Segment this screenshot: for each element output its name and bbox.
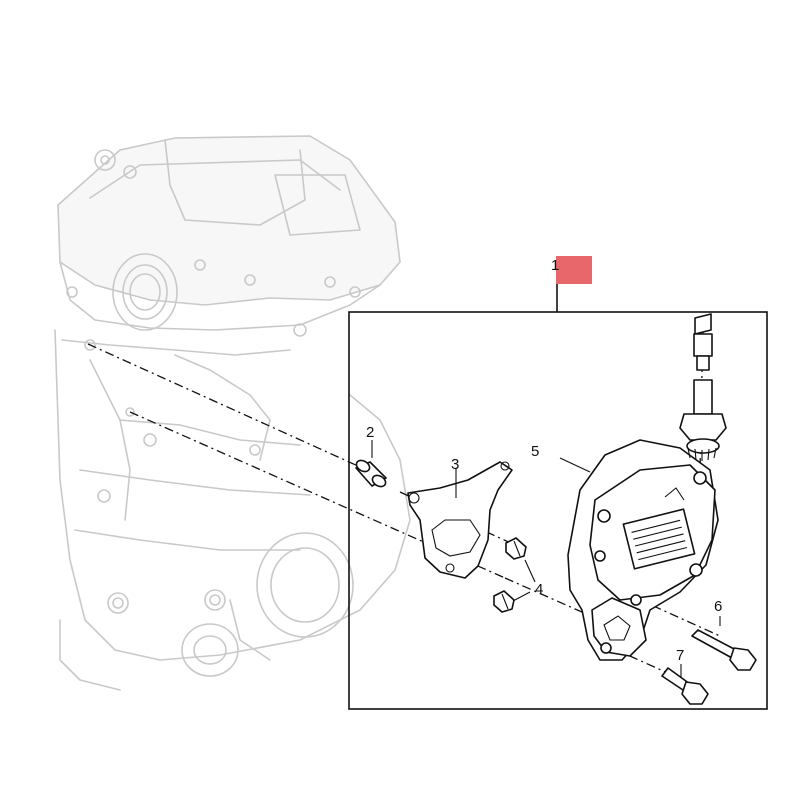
nut-upper [505,537,527,560]
parts-callout-frame [348,256,768,710]
callout-1: 1 [551,257,559,274]
callout-3: 3 [451,456,459,473]
long-bolt [691,616,757,671]
short-bolt [661,664,709,705]
callout-2: 2 [366,424,374,441]
highlight-marker [556,256,592,284]
gasket [407,461,513,579]
engine-block-illustration [54,135,411,691]
spacer-sleeve [355,440,387,488]
check-valve-fitting [679,313,727,461]
callout-4: 4 [535,581,543,598]
leader-4b [512,591,531,602]
callout-7: 7 [676,647,684,664]
callout-5: 5 [531,443,539,460]
callout-6: 6 [714,598,722,615]
vacuum-pump [559,439,719,661]
leader-4a [524,559,536,583]
nut-lower [493,590,515,613]
